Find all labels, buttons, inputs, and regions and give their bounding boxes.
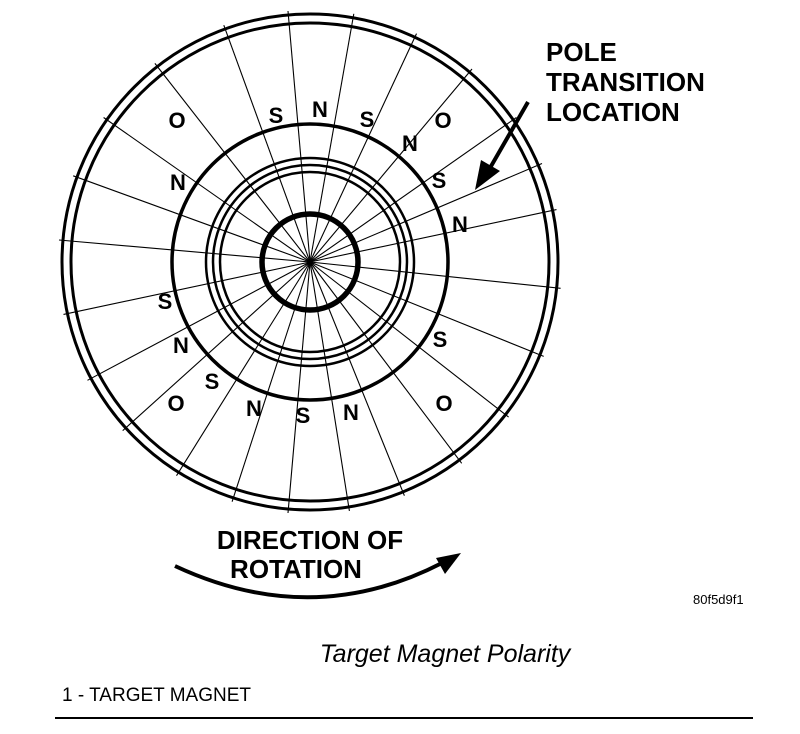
pole-transition-line: [103, 117, 311, 263]
pole-transition-line: [63, 261, 311, 315]
pole-label-s: S: [205, 369, 220, 394]
pole-label-n: N: [312, 97, 328, 122]
pole-label-o: O: [167, 391, 184, 416]
legend-item: 1 - TARGET MAGNET: [62, 685, 251, 706]
pole-label-n: N: [170, 170, 186, 195]
pole-transition-line: [122, 261, 311, 432]
pole-label-s: S: [269, 103, 284, 128]
o-markers: O O O O: [167, 108, 452, 416]
pole-label-s: S: [296, 403, 311, 428]
middle-ring: [170, 122, 450, 402]
pole-transition-lines: [58, 10, 561, 514]
pole-transition-line: [287, 10, 311, 263]
divider-line: [55, 717, 753, 719]
outer-ring-outer: [60, 12, 560, 512]
pole-label-s: S: [360, 107, 375, 132]
pole-transition-line: [309, 68, 473, 263]
pole-label-o: O: [434, 108, 451, 133]
pole-transition-line: [309, 261, 544, 357]
callout-line-3: LOCATION: [546, 97, 680, 127]
outer-ring-inner: [69, 21, 551, 503]
pole-transition-line: [287, 261, 311, 514]
inner-ring-3: [218, 170, 402, 354]
pole-label-n: N: [452, 212, 468, 237]
pole-label-o: O: [168, 108, 185, 133]
pole-transition-line: [309, 261, 350, 511]
pole-transition-line: [309, 162, 543, 263]
pole-label-s: S: [158, 289, 173, 314]
pole-label-s: S: [432, 168, 447, 193]
inner-ring-1: [204, 156, 416, 368]
callout-arrow-shaft: [488, 101, 530, 169]
pole-label-n: N: [246, 396, 262, 421]
pole-transition-callout: POLE TRANSITION LOCATION: [475, 37, 705, 190]
pole-transition-line: [73, 175, 311, 263]
pole-transition-line: [309, 33, 417, 263]
callout-line-2: TRANSITION: [546, 67, 705, 97]
figure-code: 80f5d9f1: [693, 592, 744, 607]
magnet-rings: [60, 12, 560, 512]
pole-transition-line: [309, 261, 405, 496]
rotation-arrow-arc: [174, 561, 443, 600]
inner-ring-2: [211, 163, 409, 361]
pole-transition-line: [309, 261, 463, 464]
figure-caption: Target Magnet Polarity: [319, 640, 571, 668]
pole-transition-line: [87, 261, 311, 381]
direction-label-line-2: ROTATION: [230, 554, 362, 584]
pole-label-n: N: [173, 333, 189, 358]
pole-labels: N S S N S N S N S N S N S N: [158, 97, 468, 428]
pole-transition-line: [154, 63, 311, 263]
pole-transition-line: [309, 261, 509, 418]
pole-transition-line: [309, 13, 355, 263]
pole-transition-line: [176, 261, 311, 476]
hub-ring: [259, 211, 361, 313]
callout-line-1: POLE: [546, 37, 617, 67]
rotation-arrowhead: [436, 553, 461, 574]
pole-transition-line: [309, 209, 557, 263]
pole-transition-line: [309, 117, 517, 263]
direction-label-line-1: DIRECTION OF: [217, 525, 403, 555]
pole-transition-line: [223, 25, 311, 263]
callout-arrowhead: [475, 160, 500, 190]
pole-transition-line: [58, 239, 311, 263]
pole-transition-line: [309, 261, 561, 289]
pole-transition-line: [231, 261, 311, 502]
rotation-indicator: DIRECTION OF ROTATION: [174, 525, 461, 600]
pole-label-o: O: [435, 391, 452, 416]
pole-label-s: S: [433, 327, 448, 352]
pole-label-n: N: [402, 131, 418, 156]
pole-label-n: N: [343, 400, 359, 425]
